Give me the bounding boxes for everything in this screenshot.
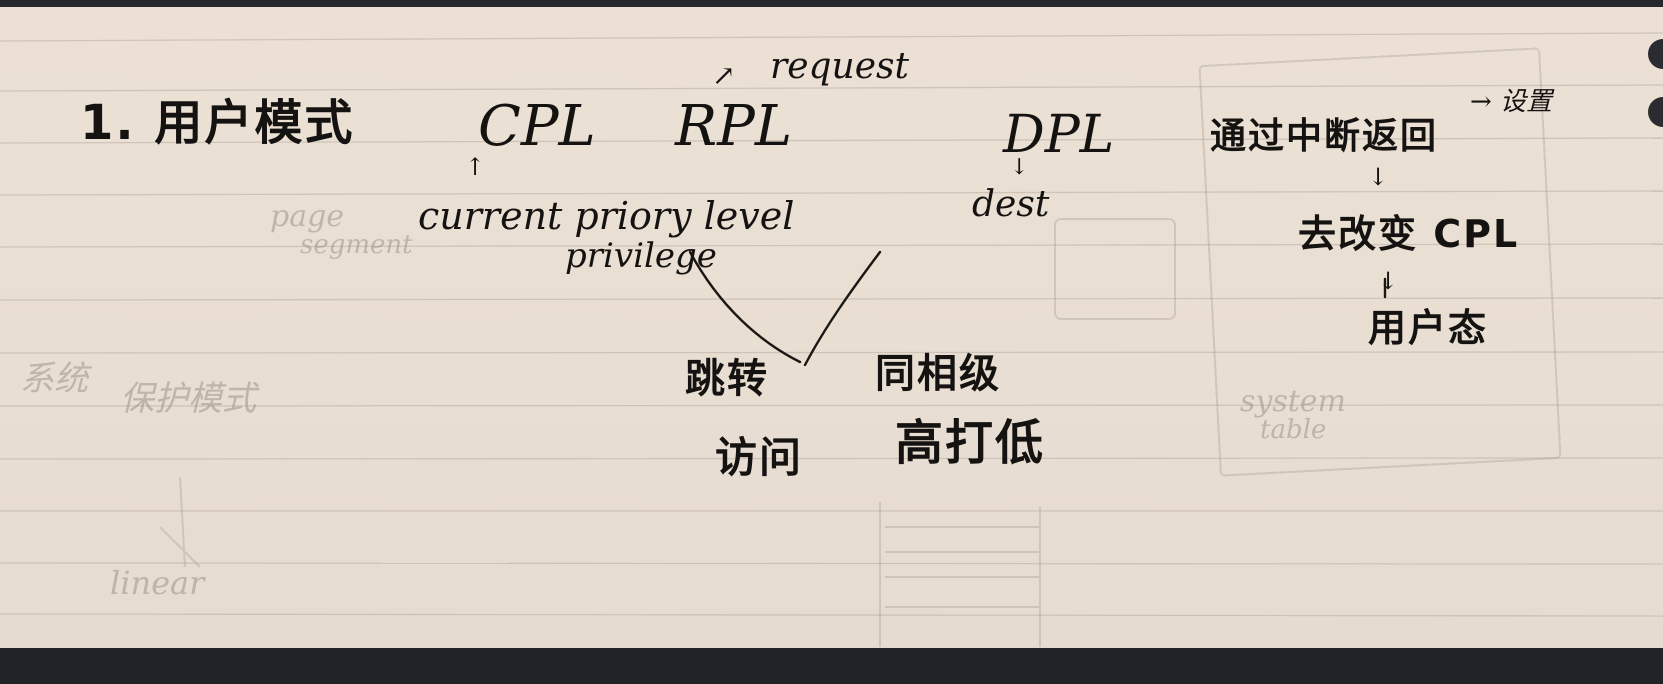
bleed-text: linear	[110, 564, 205, 602]
bleed-text: 系统	[20, 359, 88, 399]
note-outcome: 跳转	[685, 356, 769, 402]
note-cpl: CPL	[478, 94, 596, 159]
note-side-mid: 去改变 CPL	[1298, 212, 1520, 256]
note-outcome: 高打低	[895, 415, 1046, 471]
arrow-icon: ↓	[1010, 155, 1029, 180]
note-cpl-expansion: current priory level	[418, 194, 795, 238]
note-dpl: DPL	[1003, 105, 1115, 165]
note-heading: 1. 用户模式	[80, 95, 355, 151]
bleed-text: 保护模式	[120, 379, 256, 419]
note-outcome: 同相级	[875, 351, 1001, 397]
note-side-main: 通过中断返回	[1210, 116, 1439, 157]
paper-lines	[0, 32, 1663, 647]
viewer-bottom-bar	[0, 648, 1663, 684]
note-privilege: privilege	[565, 236, 717, 276]
arrow-icon: ↑	[465, 153, 486, 181]
bleed-text: system	[1240, 384, 1346, 419]
bleed-text: page	[270, 199, 345, 234]
note-rpl: RPL	[675, 94, 793, 159]
note-dpl-expansion: dest	[972, 184, 1050, 225]
arrow-icon: ↓	[1378, 267, 1399, 295]
arrow-icon: ↓	[1368, 163, 1389, 191]
binder-hole	[1648, 39, 1663, 69]
notebook-photo: 系统 保护模式 page segment linear system table…	[0, 7, 1663, 648]
note-side-end: 用户态	[1368, 306, 1489, 350]
note-side-arrow: → 设置	[1470, 87, 1553, 117]
note-outcome: 访问	[715, 433, 804, 482]
bleed-text: table	[1260, 415, 1327, 445]
binder-hole	[1648, 97, 1663, 127]
bleed-text: segment	[300, 230, 413, 260]
note-rpl-expansion: request	[770, 46, 909, 87]
viewer-top-bar	[0, 0, 1663, 7]
arrow-icon: ↗	[712, 59, 736, 92]
